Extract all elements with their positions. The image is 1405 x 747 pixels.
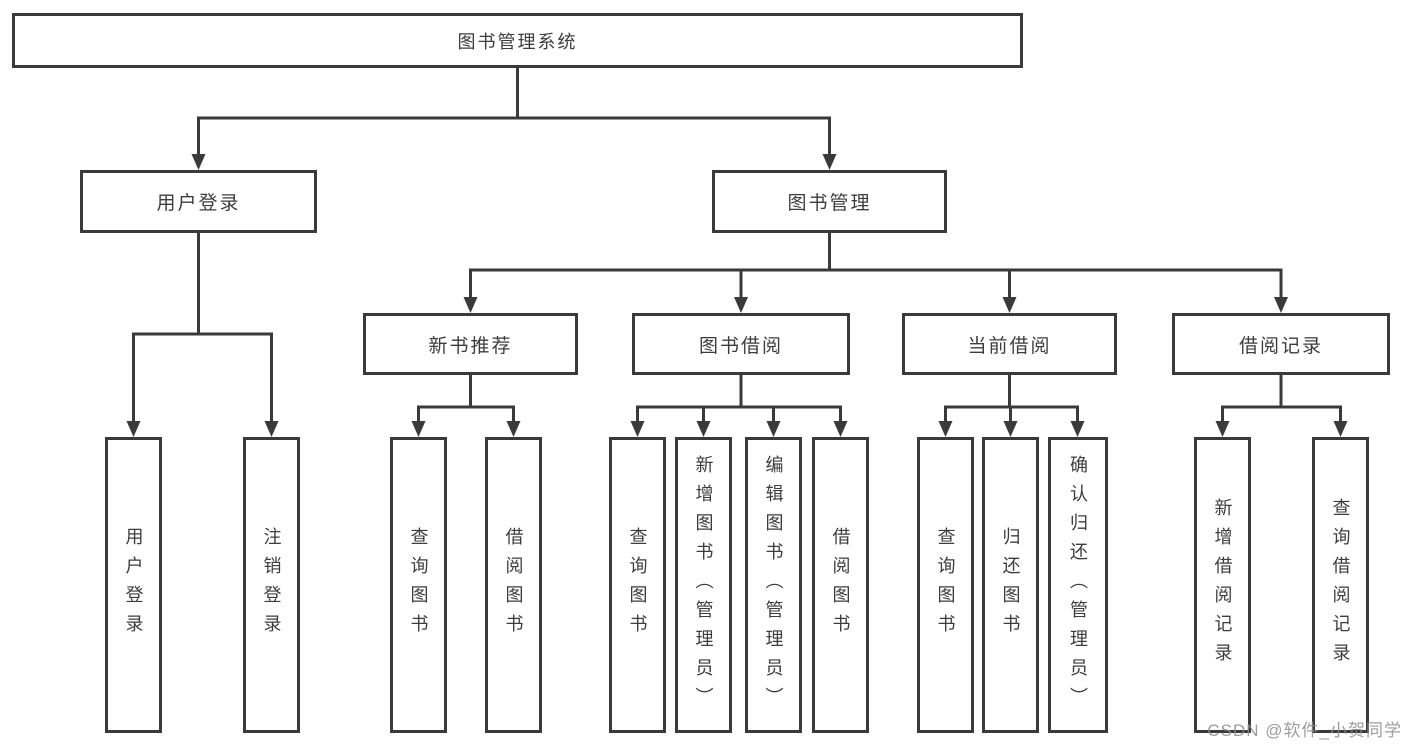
node-root-label: 图书管理系统 (457, 31, 578, 52)
leaf-recommend-borrow-books-label: 借阅图书 (503, 527, 524, 643)
arrowhead (630, 421, 645, 437)
leaf-current-query-books-label: 查询图书 (935, 527, 956, 643)
arrowhead (938, 421, 953, 437)
node-borrow-records: 借阅记录 (1172, 313, 1390, 375)
arrowhead (463, 297, 478, 313)
leaf-recommend-borrow-books: 借阅图书 (485, 437, 542, 733)
node-current-borrow-label: 当前借阅 (967, 335, 1052, 357)
leaf-borrow-books: 借阅图书 (812, 437, 869, 733)
leaf-logout-label: 注销登录 (261, 527, 282, 643)
arrowhead (1003, 421, 1018, 437)
node-borrow-records-label: 借阅记录 (1238, 335, 1323, 357)
leaf-borrow-books-label: 借阅图书 (830, 527, 851, 643)
leaf-borrow-query-books: 查询图书 (609, 437, 666, 733)
arrowhead (1215, 421, 1230, 437)
leaf-add-borrow-record-label: 新增借阅记录 (1212, 498, 1233, 672)
csdn-watermark: CSDN @软件_小贺同学 (1207, 721, 1402, 740)
node-user-login-label: 用户登录 (156, 193, 241, 214)
leaf-edit-books-admin-label: 编辑图书（管理员） (763, 454, 784, 716)
leaf-add-borrow-record: 新增借阅记录 (1194, 437, 1251, 733)
node-book-management: 图书管理 (712, 170, 947, 233)
arrowhead (126, 421, 141, 437)
leaf-user-login-label: 用户登录 (123, 527, 144, 643)
arrowhead (833, 421, 848, 437)
arrowhead (822, 154, 837, 170)
node-user-login: 用户登录 (80, 170, 317, 233)
arrowhead (1070, 421, 1085, 437)
arrowhead (1274, 297, 1288, 313)
leaf-user-login: 用户登录 (105, 437, 162, 733)
leaf-add-books-admin: 新增图书（管理员） (675, 437, 732, 733)
leaf-recommend-query-books: 查询图书 (390, 437, 447, 733)
arrowhead (411, 421, 426, 437)
leaf-return-books-label: 归还图书 (1000, 527, 1021, 643)
arrowhead (191, 154, 206, 170)
arrowhead (734, 297, 748, 313)
arrowhead (506, 421, 521, 437)
leaf-confirm-return-admin: 确认归还（管理员） (1048, 437, 1108, 733)
leaf-confirm-return-admin-label: 确认归还（管理员） (1068, 454, 1088, 716)
arrowhead (1333, 421, 1348, 437)
node-root: 图书管理系统 (12, 13, 1023, 68)
arrowhead (264, 421, 279, 437)
leaf-add-books-admin-label: 新增图书（管理员） (693, 454, 714, 716)
leaf-current-query-books: 查询图书 (917, 437, 974, 733)
arrowhead (696, 421, 711, 437)
leaf-logout: 注销登录 (243, 437, 300, 733)
leaf-edit-books-admin: 编辑图书（管理员） (745, 437, 802, 733)
node-new-book-recommend: 新书推荐 (363, 313, 578, 375)
arrowhead (1002, 297, 1017, 313)
leaf-borrow-query-books-label: 查询图书 (627, 527, 648, 643)
leaf-recommend-query-books-label: 查询图书 (408, 527, 429, 643)
arrowhead (766, 421, 781, 437)
leaf-return-books: 归还图书 (982, 437, 1039, 733)
node-book-management-label: 图书管理 (787, 193, 872, 214)
node-book-borrow: 图书借阅 (632, 313, 850, 375)
node-book-borrow-label: 图书借阅 (698, 335, 783, 357)
node-current-borrow: 当前借阅 (902, 313, 1117, 375)
leaf-query-borrow-record: 查询借阅记录 (1312, 437, 1369, 733)
node-new-book-recommend-label: 新书推荐 (428, 335, 513, 357)
leaf-query-borrow-record-label: 查询借阅记录 (1330, 498, 1351, 672)
